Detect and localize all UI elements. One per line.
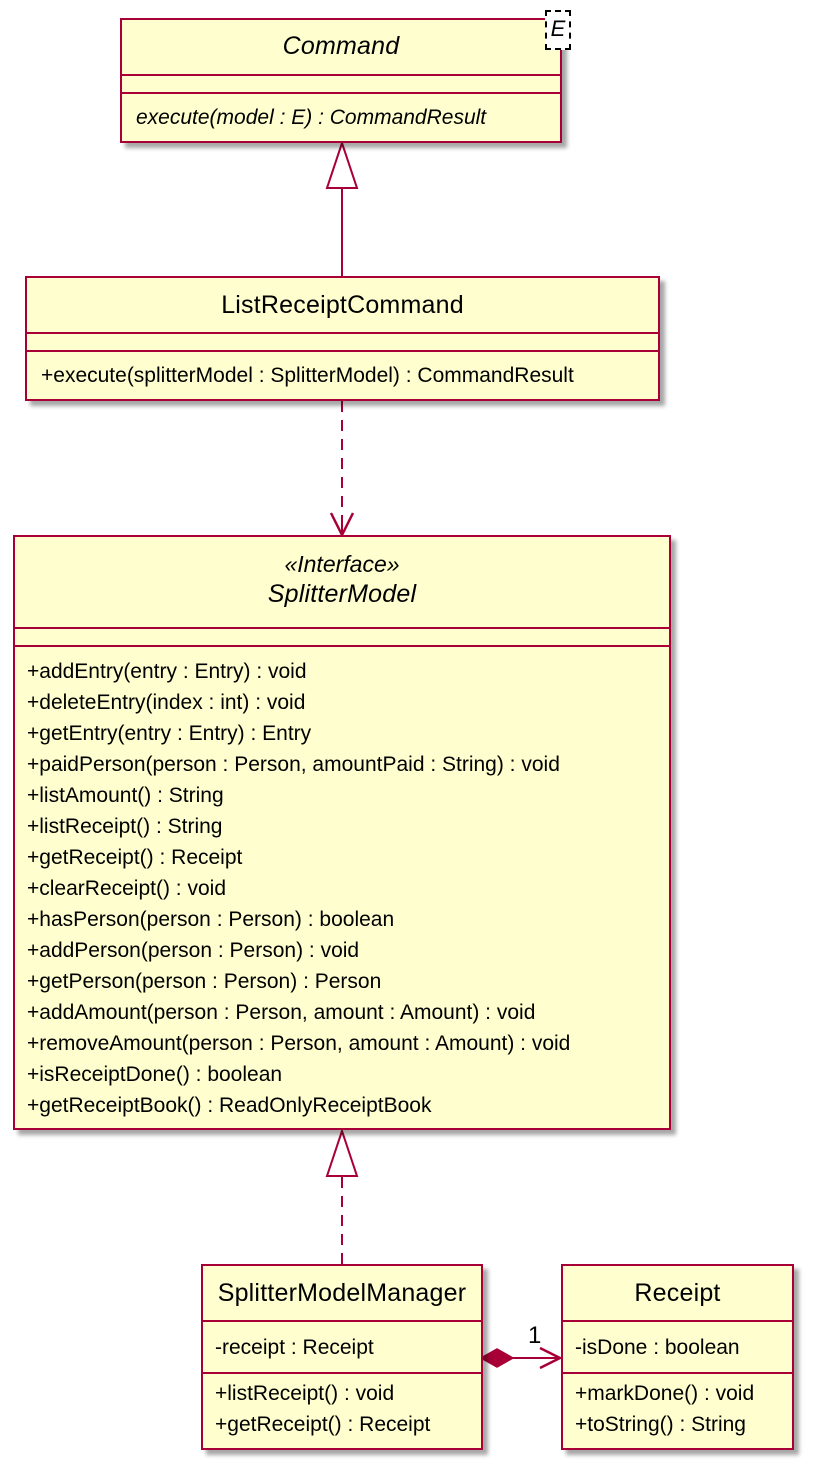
method: execute(model : E) : CommandResult — [136, 106, 487, 129]
class-list-receipt-command[interactable]: ListReceiptCommand +execute(splitterMode… — [25, 276, 660, 401]
fields-compartment — [122, 74, 560, 92]
class-name: Command — [282, 32, 400, 60]
method: +getReceipt() : Receipt — [215, 1413, 431, 1436]
method: +removeAmount(person : Person, amount : … — [27, 1032, 571, 1055]
type-parameter: E — [545, 10, 571, 50]
method: +isReceiptDone() : boolean — [27, 1063, 283, 1086]
method: +getEntry(entry : Entry) : Entry — [27, 722, 312, 745]
method: +listReceipt() : String — [27, 815, 223, 838]
method: +toString() : String — [575, 1413, 746, 1436]
methods-compartment: +addEntry(entry : Entry) : void +deleteE… — [15, 645, 669, 1121]
methods-compartment: +listReceipt() : void +getReceipt() : Re… — [203, 1372, 481, 1440]
interface-name: SplitterModel — [267, 580, 417, 608]
method: +getReceiptBook() : ReadOnlyReceiptBook — [27, 1094, 432, 1117]
class-name: ListReceiptCommand — [221, 291, 464, 319]
methods-compartment: +markDone() : void +toString() : String — [563, 1372, 792, 1440]
field: -receipt : Receipt — [215, 1336, 374, 1359]
method: +listReceipt() : void — [215, 1382, 395, 1405]
methods-compartment: execute(model : E) : CommandResult — [122, 92, 560, 133]
fields-compartment — [15, 627, 669, 645]
methods-compartment: +execute(splitterModel : SplitterModel) … — [27, 350, 658, 391]
fields-compartment: -receipt : Receipt — [203, 1320, 481, 1372]
method: +addEntry(entry : Entry) : void — [27, 660, 307, 683]
realization-arrowhead — [325, 1127, 359, 1177]
method: +markDone() : void — [575, 1382, 755, 1405]
method: +addAmount(person : Person, amount : Amo… — [27, 1001, 536, 1024]
class-name: SplitterModelManager — [217, 1279, 467, 1307]
method: +paidPerson(person : Person, amountPaid … — [27, 753, 560, 776]
class-command[interactable]: Command execute(model : E) : CommandResu… — [120, 18, 562, 143]
stereotype-label: «Interface» — [284, 551, 400, 577]
method: +deleteEntry(index : int) : void — [27, 691, 306, 714]
fields-compartment: -isDone : boolean — [563, 1320, 792, 1372]
method: +clearReceipt() : void — [27, 877, 226, 900]
interface-splitter-model[interactable]: «Interface» SplitterModel +addEntry(entr… — [13, 535, 671, 1130]
composition-arrowhead — [539, 1346, 563, 1370]
method: +listAmount() : String — [27, 784, 224, 807]
method: +hasPerson(person : Person) : boolean — [27, 908, 395, 931]
method: +getPerson(person : Person) : Person — [27, 970, 382, 993]
method: +getReceipt() : Receipt — [27, 846, 243, 869]
fields-compartment — [27, 332, 658, 350]
method: +addPerson(person : Person) : void — [27, 939, 360, 962]
generalization-arrowhead — [325, 139, 359, 189]
composition-multiplicity: 1 — [528, 1322, 542, 1349]
composition-diamond — [479, 1348, 515, 1368]
class-name: Receipt — [634, 1279, 721, 1307]
class-receipt[interactable]: Receipt -isDone : boolean +markDone() : … — [561, 1264, 794, 1450]
field: -isDone : boolean — [575, 1336, 740, 1359]
class-splitter-model-manager[interactable]: SplitterModelManager -receipt : Receipt … — [201, 1264, 483, 1450]
method: +execute(splitterModel : SplitterModel) … — [41, 364, 574, 387]
